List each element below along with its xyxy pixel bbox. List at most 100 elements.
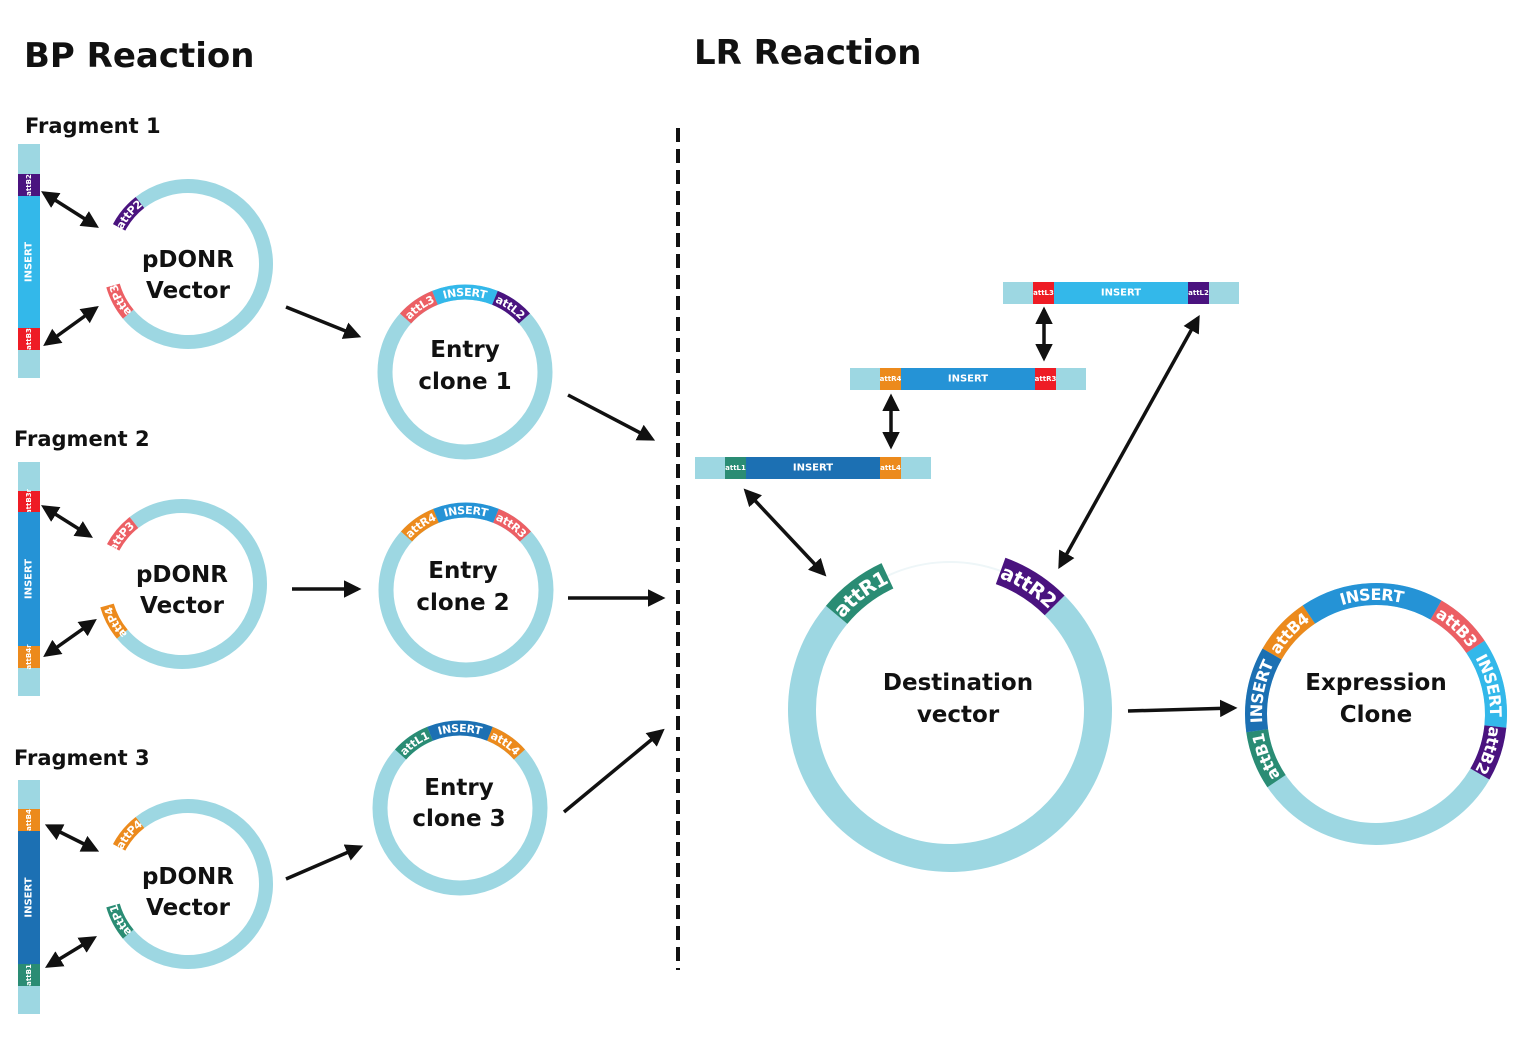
attl1-segment [394, 726, 434, 760]
attb4-label-2-text: attB4 [1265, 608, 1312, 657]
attb2-label-6-text: attB2 [1472, 725, 1505, 778]
insert-segment [1054, 282, 1188, 304]
insert-label: INSERT [1101, 288, 1141, 299]
attb2-segment [18, 174, 40, 196]
attr1-site [825, 563, 894, 625]
destination-vector-line2: vector [917, 702, 1000, 728]
attp2-label-text: attP2 [113, 197, 144, 231]
entry-3-to-lr-arrow [562, 728, 665, 814]
attr3-segment [1035, 368, 1056, 390]
attr2-site [995, 557, 1065, 616]
insert-label: INSERT [793, 463, 833, 474]
attr4-label: attR4 [880, 375, 902, 383]
entry-clone-3-line2: clone 3 [412, 806, 505, 832]
attb3-label-4: attB3 [1433, 603, 1482, 650]
attr4-segment [400, 508, 440, 542]
fragment-3-top-arrow [44, 824, 100, 852]
vector-2-line1: pDONR [136, 562, 228, 588]
attl2-segment [1188, 282, 1209, 304]
attp3-label-text: attP3 [107, 283, 134, 319]
vector-3-line1: pDONR [142, 864, 234, 890]
attb4r-label: attB4r [25, 644, 33, 670]
insert-label-5: INSERT [1472, 651, 1505, 718]
vector-1-to-entry-arrow [285, 305, 362, 339]
arrows [41, 191, 1238, 968]
fragment-1-bottom-arrow [43, 305, 99, 347]
vector-backbone [116, 499, 267, 669]
fragment-2-top-arrow [41, 505, 93, 538]
bp-reaction-title: BP Reaction [24, 36, 254, 76]
destination-to-expression-arrow [1127, 699, 1238, 718]
insert-segment-5 [1466, 640, 1507, 728]
vector-3-to-entry-arrow [285, 844, 364, 881]
insert-segment [18, 196, 40, 328]
vector-backbone [122, 179, 273, 349]
attb2-label-6: attB2 [1472, 725, 1505, 778]
fragment-3-bottom-arrow [45, 936, 97, 968]
attp4-label: attP4 [113, 817, 145, 851]
attp1-site [106, 903, 134, 939]
attp2-site [112, 197, 145, 231]
attl2-attr2-arrow [1058, 314, 1200, 570]
vector-1-line2: Vector [146, 278, 231, 304]
insert-segment [433, 502, 499, 523]
fragment-1-top-arrow [41, 191, 99, 228]
entry-clone-3-line1: Entry [424, 775, 493, 801]
insert-segment [18, 831, 40, 964]
insert-label: INSERT [442, 503, 489, 519]
attp4-label-text: attP4 [113, 817, 145, 851]
destination-gap [875, 561, 1001, 583]
attp1-label-text: attP1 [107, 903, 134, 939]
insert-label-text: INSERT [441, 285, 488, 301]
attb2-label: attB2 [25, 174, 33, 196]
vector-backbone [122, 799, 273, 969]
attl3-segment [399, 290, 439, 324]
attl2-label: attL2 [1188, 289, 1209, 297]
attb3-segment [18, 328, 40, 350]
entry-clone-2-line2: clone 2 [416, 590, 509, 616]
lr-reaction-title: LR Reaction [694, 33, 922, 73]
attb4-label: attB4 [25, 809, 33, 831]
insert-segment [427, 720, 493, 741]
insert-segment [901, 368, 1035, 390]
attr3-label: attR3 [1035, 375, 1057, 383]
insert-segment [746, 457, 880, 479]
attl2-segment [491, 290, 531, 324]
attl1-segment [725, 457, 746, 479]
fragment-bars: attB2INSERTattB3attB3rINSERTattB4rattB4I… [18, 144, 40, 1014]
attl1-attr1-arrow [743, 488, 827, 577]
expression-clone-line2: Clone [1340, 702, 1413, 728]
insert-label-1: INSERT [1246, 657, 1277, 724]
fragment-1-label: Fragment 1 [25, 114, 161, 138]
lr-linear-fragment-middle: attR4 INSERT attR3 [850, 368, 1086, 390]
attr4-segment [880, 368, 901, 390]
attb4-segment [18, 809, 40, 831]
insert-label-5-text: INSERT [1472, 651, 1505, 718]
insert-segment [432, 284, 498, 305]
vector-2-line2: Vector [140, 593, 225, 619]
attp4-site [112, 817, 145, 851]
attb3-label: attB3 [25, 328, 33, 350]
insert-label: INSERT [948, 374, 988, 385]
attb1-segment-0 [1246, 728, 1286, 788]
entry-clone-1-line1: Entry [430, 337, 499, 363]
insert-label-text: INSERT [442, 503, 489, 519]
attb4-label-2: attB4 [1265, 608, 1312, 657]
attr3-segment [492, 508, 532, 542]
attl4-segment [486, 726, 526, 760]
attb4r-segment [18, 646, 40, 668]
entry-clone-1-line2: clone 1 [418, 369, 511, 395]
vector-3-line2: Vector [146, 895, 231, 921]
insert-label: INSERT [24, 877, 35, 917]
destination-vector-line1: Destination [883, 670, 1033, 696]
entry-1-to-lr-arrow [567, 393, 656, 441]
attp2-label: attP2 [113, 197, 144, 231]
fragment-2-bottom-arrow [43, 618, 97, 658]
attl4-segment [880, 457, 901, 479]
